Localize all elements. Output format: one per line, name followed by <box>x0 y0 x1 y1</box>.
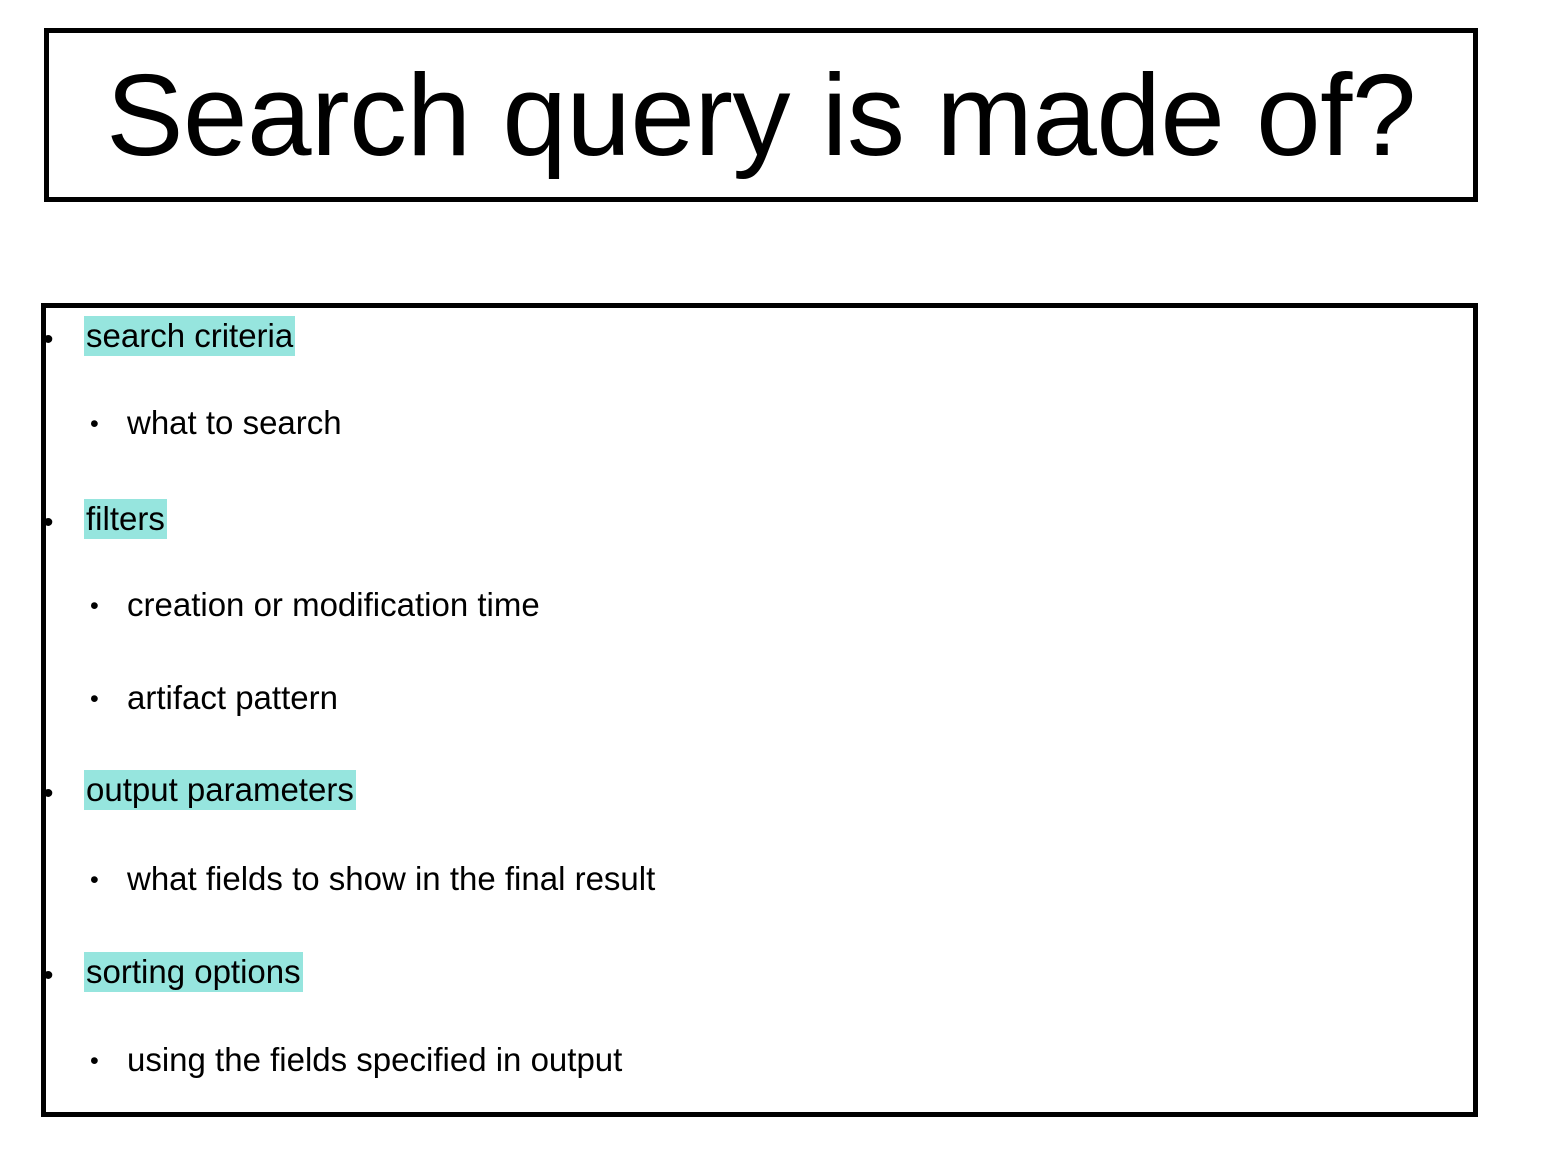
list-item-label: using the fields specified in output <box>127 1041 623 1078</box>
list-item-label-highlighted: filters <box>84 499 167 539</box>
bullet-point-icon: • <box>90 592 99 620</box>
bullet-point-icon: • <box>90 685 99 713</box>
bullet-point-icon: • <box>43 959 54 992</box>
list-item-label-highlighted: sorting options <box>84 952 303 992</box>
page-title: Search query is made of? <box>106 50 1416 180</box>
bullet-point-icon: • <box>90 866 99 894</box>
content-box: • search criteria • what to search • filters •… <box>41 303 1478 1117</box>
list-item-label: what to search <box>127 404 342 441</box>
list-item-label: creation or modification time <box>127 586 540 623</box>
bullet-point-icon: • <box>90 410 99 438</box>
title-box: Search query is made of? <box>44 28 1478 202</box>
list-item-label: artifact pattern <box>127 679 338 716</box>
bullet-point-icon: • <box>90 1047 99 1075</box>
list-item-label: what fields to show in the final result <box>127 860 656 897</box>
bullet-point-icon: • <box>43 777 54 810</box>
list-item-label-highlighted: search criteria <box>84 316 296 356</box>
list-item-label-highlighted: output parameters <box>84 770 356 810</box>
bullet-point-icon: • <box>43 323 54 356</box>
bullet-point-icon: • <box>43 506 54 539</box>
bullet-list: • search criteria • what to search • filters •… <box>43 308 1473 1112</box>
